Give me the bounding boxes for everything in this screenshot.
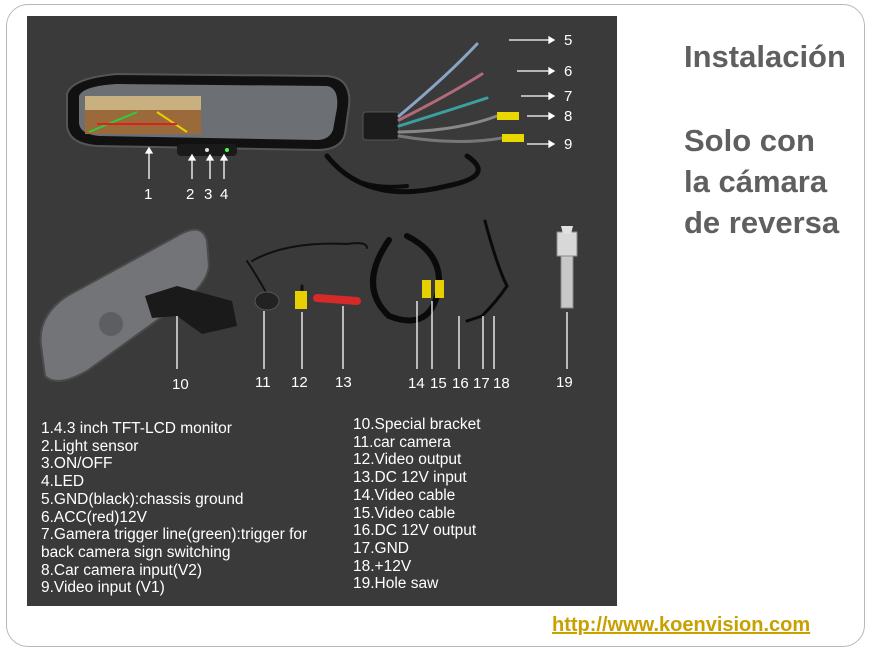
- legend-item: 14.Video cable: [353, 486, 456, 504]
- wiring-harness: [324, 42, 524, 195]
- callout-9: 9: [564, 136, 573, 153]
- legend-item: 10.Special bracket: [353, 416, 481, 433]
- legend-item: 16.DC 12V output: [353, 522, 477, 540]
- hole-saw: [556, 226, 578, 309]
- callout-13: 13: [335, 374, 352, 391]
- legend-item: 11.car camera: [353, 433, 451, 451]
- mirror-back-bracket: [39, 228, 237, 382]
- callout-11: 11: [255, 374, 271, 391]
- legend-item: 3.ON/OFF: [41, 455, 113, 473]
- callout-17: 17: [473, 375, 490, 392]
- callout-7: 7: [564, 88, 573, 105]
- legend-item: 6.ACC(red)12V: [41, 508, 147, 526]
- callout-16: 16: [452, 375, 469, 392]
- legend-item: 5.GND(black):chassis ground: [41, 490, 244, 508]
- legend-item: 12.Video output: [353, 451, 462, 469]
- subtitle-line: Solo con: [684, 123, 815, 158]
- website-link[interactable]: http://www.koenvision.com: [552, 614, 811, 636]
- legend-item: 19.Hole saw: [353, 575, 439, 593]
- slide-title: Instalación: [684, 39, 846, 74]
- camera-and-cables: [246, 219, 509, 324]
- legend-item: 4.LED: [41, 473, 85, 491]
- callout-5: 5: [564, 32, 573, 49]
- legend-item: 1.4.3 inch TFT-LCD monitor: [41, 420, 232, 437]
- mirror-monitor-front: [66, 72, 351, 156]
- callout-18: 18: [493, 375, 510, 392]
- callout-4: 4: [220, 186, 229, 203]
- product-photo-panel: 1 2 3 4 5 6 7 8 9 10 11 12 13 14 15 16 1…: [27, 16, 617, 606]
- product-diagram: [39, 35, 578, 382]
- legend-item: 18.+12V: [353, 557, 412, 575]
- slide-subtitle: Solo con la cámara de reversa: [684, 120, 839, 243]
- legend-item: 7.Gamera trigger line(green):trigger for: [41, 526, 308, 544]
- callout-1: 1: [144, 186, 153, 203]
- callout-14: 14: [408, 375, 425, 392]
- subtitle-line: la cámara: [684, 164, 828, 199]
- callout-15: 15: [430, 375, 447, 392]
- legend-item: 8.Car camera input(V2): [41, 561, 203, 579]
- callout-2: 2: [186, 186, 195, 203]
- legend-right: 10.Special bracket 11.car camera 12.Vide…: [353, 416, 481, 593]
- callout-12: 12: [291, 374, 308, 391]
- callout-10: 10: [172, 376, 189, 393]
- callout-19: 19: [556, 374, 573, 391]
- legend-item: 15.Video cable: [353, 504, 456, 522]
- legend-item: 13.DC 12V input: [353, 469, 467, 487]
- legend-left: 1.4.3 inch TFT-LCD monitor 2.Light senso…: [41, 420, 307, 597]
- slide-frame: [6, 4, 865, 647]
- callout-8: 8: [564, 108, 573, 125]
- subtitle-line: de reversa: [684, 205, 840, 240]
- legend-item: 9.Video input (V1): [41, 579, 165, 597]
- callout-lines: [144, 35, 568, 369]
- callout-3: 3: [204, 186, 213, 203]
- legend-item: 2.Light sensor: [41, 437, 139, 455]
- legend-item: 17.GND: [353, 539, 409, 557]
- legend-item: back camera sign switching: [41, 543, 231, 561]
- callout-6: 6: [564, 63, 573, 80]
